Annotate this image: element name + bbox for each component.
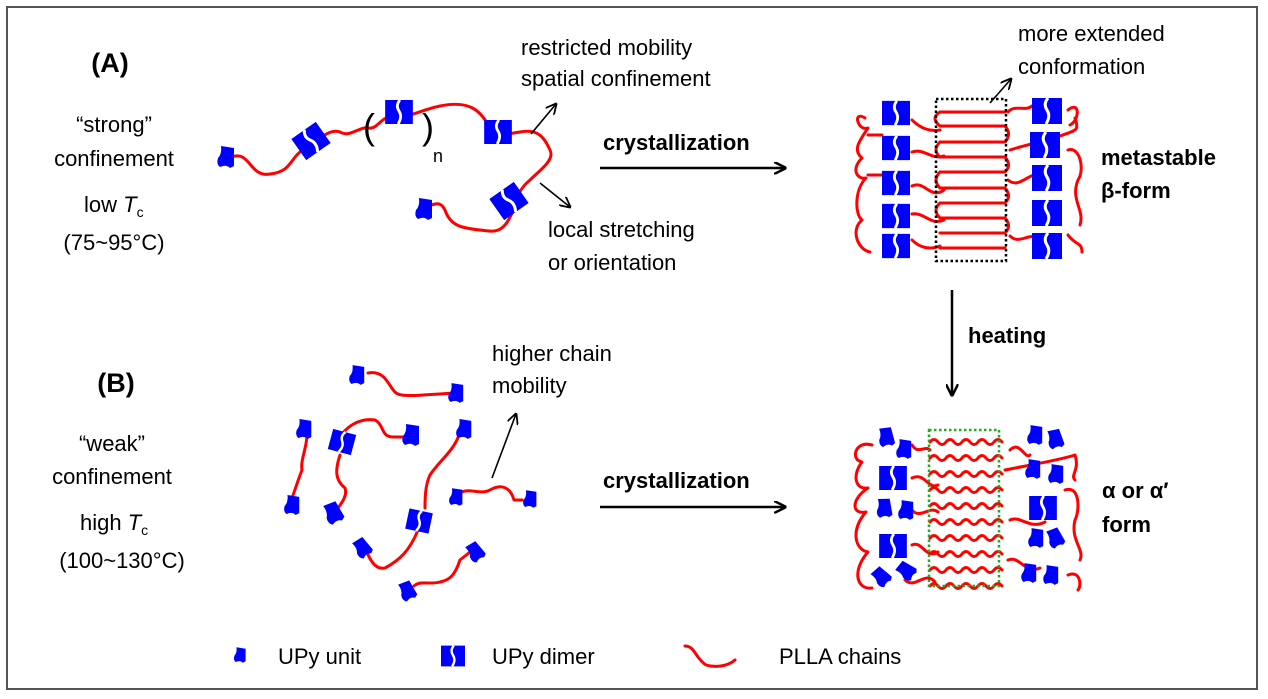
panel-b-temp-range: (100~130°C) — [59, 548, 185, 573]
arrow-local-stretching — [539, 182, 570, 207]
beta-form-crystal — [854, 97, 1084, 263]
panel-b-label: (B) — [97, 368, 134, 398]
panel-a-temp-prefix: low Tc — [84, 192, 144, 220]
upy-unit-icon — [448, 383, 464, 403]
upy-unit-icon — [896, 439, 912, 459]
upy-unit-icon — [449, 488, 463, 506]
upy-dimer-icon — [1030, 132, 1060, 158]
upy-unit-icon — [233, 647, 246, 663]
legend-label: PLLA chains — [779, 644, 901, 669]
upy-dimer-icon — [403, 506, 435, 536]
upy-unit-icon — [462, 539, 487, 565]
upy-unit-icon — [1043, 525, 1067, 551]
repeat-subscript: n — [433, 146, 443, 166]
upy-dimer-icon — [882, 100, 910, 126]
alpha-chain-box — [927, 428, 1001, 588]
upy-unit-icon — [284, 495, 300, 515]
upy-unit-icon — [1028, 528, 1044, 548]
upy-unit-icon — [523, 490, 537, 508]
upy-unit-icon — [402, 424, 419, 446]
upy-dimer-icon — [882, 135, 910, 161]
annotation-conformation: conformation — [1018, 54, 1145, 79]
annotation-restricted-mobility: restricted mobility — [521, 35, 692, 60]
upy-unit-icon — [1043, 565, 1059, 585]
plla-chain-icon — [683, 644, 737, 668]
upy-unit-icon — [217, 146, 234, 168]
legend-item-upy-dimer: UPy dimer — [441, 644, 595, 669]
upy-dimer-icon — [1032, 233, 1062, 259]
upy-dimer-icon — [1032, 98, 1062, 124]
upy-dimer-icon — [1028, 496, 1058, 520]
legend-label: UPy dimer — [492, 644, 595, 669]
arrow-restricted-mobility — [530, 104, 556, 135]
upy-dimer-icon — [878, 466, 908, 490]
panel-a-confinement-word: confinement — [54, 146, 174, 171]
upy-unit-icon — [349, 365, 365, 385]
annotation-more-extended: more extended — [1018, 21, 1165, 46]
process-crystallization-b: crystallization — [603, 468, 750, 493]
legend-item-upy-unit: UPy unit — [233, 644, 361, 669]
repeat-bracket-close: ) — [422, 106, 434, 147]
result-alpha-or-alpha-prime: α or α′ — [1102, 478, 1169, 503]
repeat-bracket-open: ( — [363, 106, 375, 147]
legend: UPy unit UPy dimer PLLA chains — [233, 644, 901, 669]
result-beta-form: β-form — [1101, 178, 1171, 203]
plla-chains-free — [290, 371, 524, 588]
extended-conformation-box — [934, 97, 1008, 263]
upy-unit-icon — [1027, 425, 1043, 445]
annotation-orientation: or orientation — [548, 250, 676, 275]
upy-unit-icon — [395, 578, 419, 604]
upy-unit-icon — [456, 419, 472, 439]
upy-dimer-icon — [326, 427, 358, 457]
upy-dimer-icon — [482, 120, 514, 144]
upy-unit-icon — [874, 497, 893, 520]
upy-unit-icon — [868, 565, 894, 590]
upy-unit-icon — [893, 559, 919, 583]
process-crystallization-a: crystallization — [603, 130, 750, 155]
upy-unit-icon — [1044, 427, 1066, 451]
transition-heating: heating — [968, 323, 1046, 348]
annotation-mobility: mobility — [492, 373, 567, 398]
upy-unit-icon — [875, 425, 896, 449]
annotation-local-stretching: local stretching — [548, 217, 695, 242]
upy-unit-icon — [1025, 459, 1041, 479]
annotation-higher-chain: higher chain — [492, 341, 612, 366]
legend-label: UPy unit — [278, 644, 361, 669]
panel-b-temp-prefix: high Tc — [80, 510, 148, 538]
upy-dimer-icon — [1032, 165, 1062, 191]
result-form: form — [1102, 512, 1151, 537]
arrow-extended-conformation — [989, 79, 1011, 104]
panel-a: (A) “strong” confinement low Tc (75~95°C… — [54, 21, 1216, 275]
panel-b-confinement-word: confinement — [52, 464, 172, 489]
legend-item-plla-chains: PLLA chains — [683, 644, 901, 669]
upy-dimer-icon — [882, 203, 910, 229]
upy-unit-icon — [296, 419, 312, 439]
panel-a-label: (A) — [91, 48, 128, 78]
upy-dimer-icon — [441, 645, 465, 667]
upy-dimer-icon — [1032, 200, 1062, 226]
upy-unit-icon — [898, 500, 914, 520]
upy-unit-icon — [1048, 464, 1064, 484]
panel-b: (B) “weak” confinement high Tc (100~130°… — [52, 341, 1169, 604]
upy-unit-icon — [415, 198, 432, 220]
arrow-higher-mobility — [491, 414, 516, 479]
alpha-form-crystal — [853, 425, 1083, 592]
panel-b-confinement-quote: “weak” — [79, 431, 145, 456]
annotation-spatial-confinement: spatial confinement — [521, 66, 711, 91]
panel-a-temp-range: (75~95°C) — [63, 230, 164, 255]
upy-dimer-icon — [882, 233, 910, 259]
result-metastable: metastable — [1101, 145, 1216, 170]
panel-a-confinement-quote: “strong” — [76, 112, 152, 137]
upy-dimer-icon — [878, 534, 908, 558]
upy-dimer-icon — [384, 100, 414, 124]
upy-dimer-icon — [882, 170, 910, 196]
